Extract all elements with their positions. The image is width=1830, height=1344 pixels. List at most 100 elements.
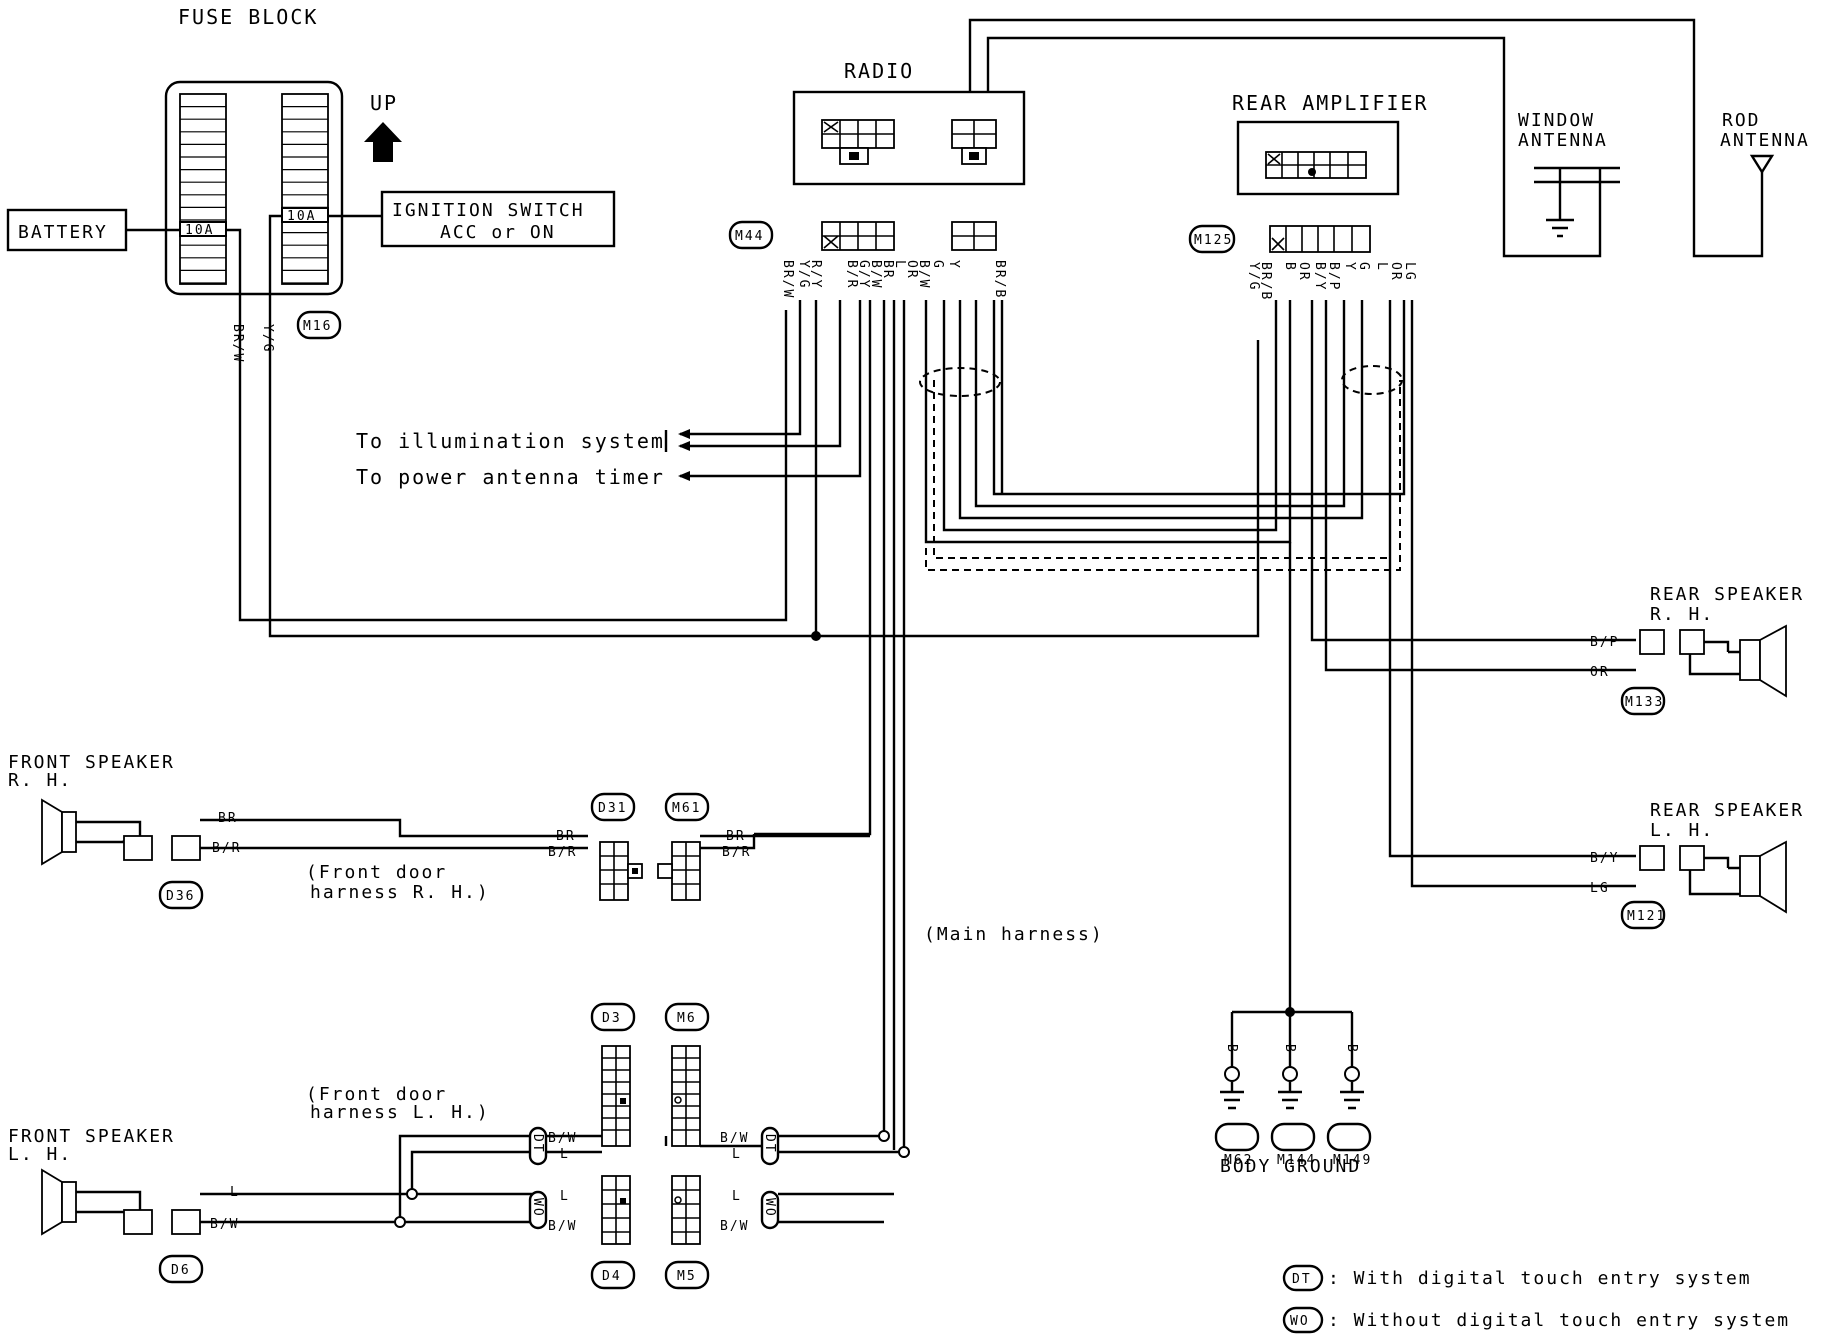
amp-pin-label-9: OR <box>1388 262 1403 282</box>
connector-m121-label: M121 <box>1627 909 1666 924</box>
rear-speaker-lh: REAR SPEAKER L. H. B/Y LG M121 <box>1590 800 1804 930</box>
legend-dt-text: : With digital touch entry system <box>1328 1268 1752 1289</box>
amp-pin-label-7: G <box>1356 262 1371 272</box>
connector-m16-label: M16 <box>303 319 332 334</box>
wire-label-br-w-fuse: BR/W <box>230 324 245 363</box>
connector-d4-label: D4 <box>602 1269 622 1284</box>
radio-pin-label-8: OR <box>904 260 919 280</box>
legend-dt-code: DT <box>1292 1272 1312 1287</box>
front-door-lh-label: (Front door <box>306 1084 447 1105</box>
connector-m125-label: M125 <box>1194 233 1233 248</box>
wire-label-b-w-wo-left: B/W <box>548 1219 577 1234</box>
ground-terminal-2 <box>1344 1066 1360 1082</box>
wire-label-l-lh: L <box>230 1185 240 1200</box>
fuse-block: FUSE BLOCK 10A 10A UP <box>164 5 402 296</box>
amp-pin-label-0: BR/B <box>1258 262 1273 301</box>
ground-terminal-1 <box>1282 1066 1298 1082</box>
amp-pin-label-4: B/Y <box>1312 262 1327 291</box>
ground-symbol-0 <box>1220 1042 1244 1110</box>
radio-pin-label-2: BR/W <box>780 260 795 299</box>
legend: DT : With digital touch entry system WO … <box>1282 1264 1790 1334</box>
dt-tag-right: DT <box>762 1134 777 1154</box>
wire-y-g-main <box>268 214 1260 638</box>
radio-pin-label-6: BR <box>880 260 895 280</box>
amp-pin-label-6: Y <box>1342 262 1357 272</box>
ground-symbol-1 <box>1278 1042 1302 1110</box>
fuse-10a-right: 10A <box>287 209 316 224</box>
window-antenna: WINDOW ANTENNA <box>1518 110 1620 238</box>
front-speaker-rh: FRONT SPEAKER R. H. BR B/R D36 (Front do… <box>8 752 588 910</box>
battery-label: BATTERY <box>18 222 108 243</box>
radio-pin-label-0: Y/G <box>796 260 811 289</box>
radio-pin-label-5: B/W <box>868 260 883 289</box>
front-speaker-rh-label: FRONT SPEAKER <box>8 752 175 773</box>
amp-pin-label-2: B <box>1282 262 1297 272</box>
wire-label-l-dt-left: L <box>560 1147 570 1162</box>
up-label: UP <box>370 91 398 115</box>
radio-title: RADIO <box>844 59 914 83</box>
wire-label-b-p: B/P <box>1590 635 1619 650</box>
dt-tag-left: DT <box>530 1134 545 1154</box>
front-door-rh-label: (Front door <box>306 862 447 883</box>
amp-pin-label-10: LG <box>1402 262 1417 282</box>
wire-label-lg: LG <box>1590 881 1610 896</box>
rod-antenna: ROD ANTENNA <box>1720 110 1810 175</box>
front-door-lh-sub-label: harness L. H.) <box>310 1102 490 1123</box>
wo-tag-left: WO <box>530 1198 545 1218</box>
radio-pin-label-9: G <box>930 260 945 270</box>
front-speaker-lh-sub-label: L. H. <box>8 1144 72 1165</box>
ignition-switch: IGNITION SWITCH ACC or ON <box>328 190 616 248</box>
wire-label-y-g-fuse: Y/G <box>260 324 275 353</box>
legend-wo-code: WO <box>1290 1314 1310 1329</box>
radio-pin-label-4: G/Y <box>856 260 871 289</box>
front-speaker-lh-label: FRONT SPEAKER <box>8 1126 175 1147</box>
body-ground-label: BODY GROUND <box>1220 1156 1361 1177</box>
front-door-rh-sub-label: harness R. H.) <box>310 882 490 903</box>
rod-antenna-label: ROD <box>1722 110 1761 131</box>
wire-label-br-d31: BR <box>556 829 576 844</box>
front-speaker-lh: FRONT SPEAKER L. H. L B/W D6 (Front door… <box>8 1084 538 1284</box>
rear-amplifier-title: REAR AMPLIFIER <box>1232 91 1429 115</box>
rear-speaker-rh-label: REAR SPEAKER <box>1650 584 1804 605</box>
wire-label-l-wo-left: L <box>560 1189 570 1204</box>
connector-m125: M125 <box>1188 224 1371 254</box>
legend-wo-text: : Without digital touch entry system <box>1328 1310 1790 1331</box>
rear-speaker-rh-sub-label: R. H. <box>1650 604 1714 625</box>
up-arrow-icon <box>364 122 402 162</box>
ground-symbol-2 <box>1340 1042 1364 1110</box>
amp-pin-label-3: OR <box>1296 262 1311 282</box>
ignition-switch-sub-label: ACC or ON <box>440 222 556 243</box>
battery: BATTERY <box>6 208 180 252</box>
wire-label-b-y: B/Y <box>1590 851 1619 866</box>
wire-br-w-main <box>226 228 788 622</box>
wire-label-or-rear: OR <box>1590 665 1610 680</box>
radio-pin-label-1: R/Y <box>808 260 823 289</box>
main-harness-label: (Main harness) <box>924 924 1104 945</box>
radio-pin-label-7: L <box>892 260 907 270</box>
connector-m133-label: M133 <box>1625 695 1664 710</box>
connector-m16: M16 <box>296 310 342 340</box>
rear-speaker-lh-label: REAR SPEAKER <box>1650 800 1804 821</box>
connector-m6-label: M6 <box>677 1011 697 1026</box>
connector-m44-label: M44 <box>735 229 764 244</box>
wire-label-b-w-dt-right: B/W <box>720 1131 749 1146</box>
amp-pin-label-1: Y/G <box>1246 262 1261 291</box>
wire-label-b-w-wo-right: B/W <box>720 1219 749 1234</box>
amp-pin-label-5: B/P <box>1326 262 1341 291</box>
connector-d6-label: D6 <box>171 1263 191 1278</box>
front-speaker-rh-sub-label: R. H. <box>8 770 72 791</box>
rod-antenna-sub-label: ANTENNA <box>1720 130 1810 151</box>
ground-wire-label-1: B <box>1282 1044 1297 1054</box>
fuse-block-title: FUSE BLOCK <box>178 5 318 29</box>
connector-d36-label: D36 <box>166 889 195 904</box>
radio-pin-label-3: B/R <box>844 260 859 289</box>
ignition-switch-label: IGNITION SWITCH <box>392 200 585 221</box>
radio-pin-label-11: BR/B <box>992 260 1007 299</box>
radio-unit: RADIO <box>792 59 1026 186</box>
rear-speaker-rh: REAR SPEAKER R. H. B/P OR M133 <box>1590 584 1804 716</box>
to-illumination-label: To illumination system <box>356 429 665 453</box>
ground-terminal-0 <box>1224 1066 1240 1082</box>
